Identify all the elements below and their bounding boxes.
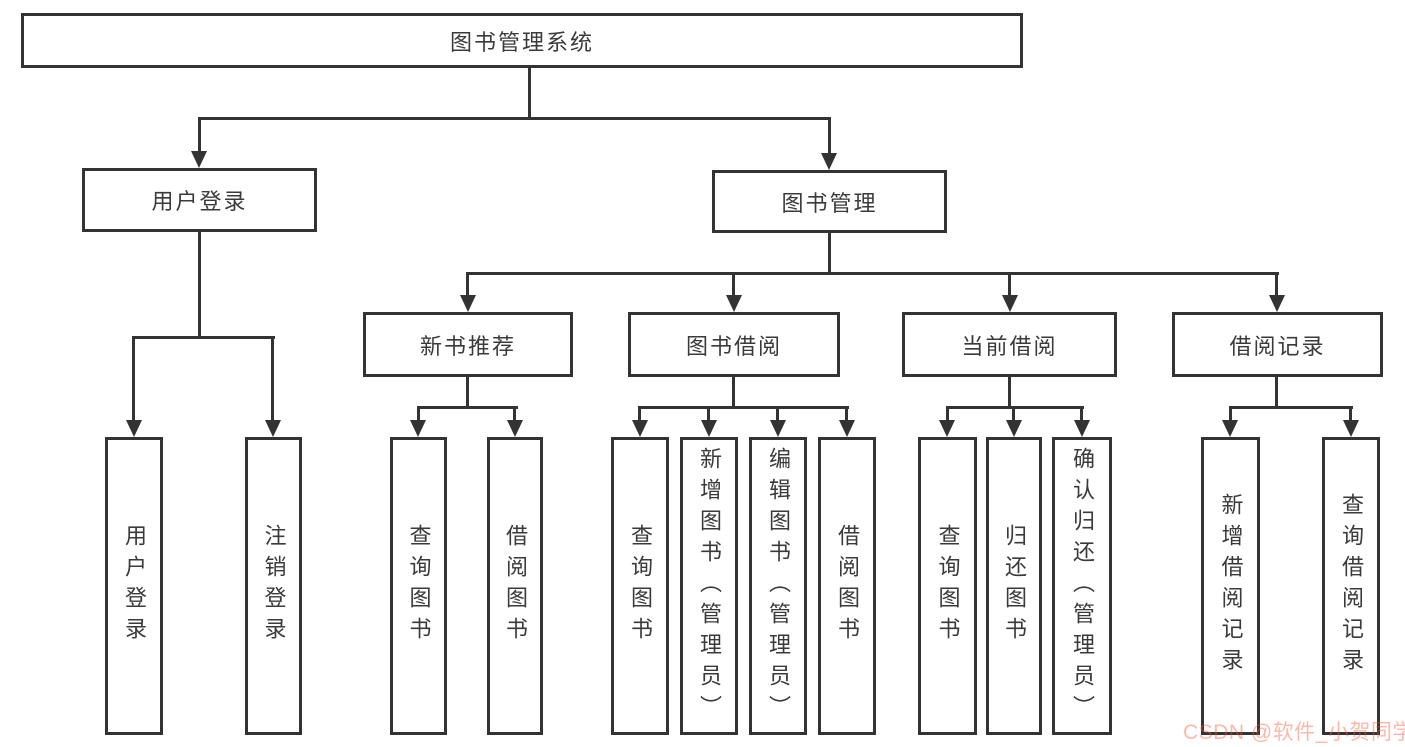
connector-cb-stem (1008, 377, 1011, 409)
connector-arrow-stem (466, 272, 469, 299)
connector-arrow-stem (776, 406, 779, 423)
node-label: 新书推荐 (419, 333, 516, 359)
connector-userlogin-stem (198, 232, 201, 339)
connector-arrow-stem (1008, 272, 1011, 299)
node-leaf-br-add-record: 新增借阅记录 (1201, 437, 1260, 735)
arrow-down-icon (265, 420, 281, 437)
node-book-management: 图书管理 (712, 170, 947, 233)
arrow-down-icon (726, 295, 742, 312)
connector-arrow-stem (732, 272, 735, 299)
arrow-down-icon (939, 420, 955, 437)
node-leaf-logout: 注销登录 (245, 437, 302, 735)
arrow-down-icon (1269, 295, 1285, 312)
connector-arrow-stem (271, 336, 274, 422)
arrow-down-icon (410, 420, 426, 437)
connector-root-hline (198, 117, 831, 120)
arrow-down-icon (632, 420, 648, 437)
node-label: 借阅图书 (835, 524, 860, 648)
connector-arrow-stem (513, 406, 516, 423)
node-label: 当前借阅 (961, 333, 1058, 359)
arrow-down-icon (1002, 295, 1018, 312)
connector-bb-hline (638, 406, 849, 409)
node-label: 注销登录 (261, 524, 287, 648)
connector-cb-hline (946, 406, 1084, 409)
connector-root-stem (528, 68, 531, 120)
arrow-down-icon (770, 420, 786, 437)
node-leaf-nb-query-books: 查询图书 (390, 437, 447, 735)
connector-arrow-stem (1349, 406, 1352, 423)
node-label: 用户登录 (151, 189, 248, 214)
node-library-management-system: 图书管理系统 (21, 13, 1023, 68)
node-label: 编辑图书（管理员） (766, 446, 791, 726)
csdn-watermark: CSDN @软件_小贺同学 (1183, 721, 1405, 744)
connector-br-stem (1275, 377, 1278, 409)
connector-arrow-stem (1275, 272, 1278, 299)
connector-arrow-stem (946, 406, 949, 423)
arrow-down-icon (839, 420, 855, 437)
arrow-down-icon (191, 151, 207, 168)
connector-arrow-stem (707, 406, 710, 423)
node-label: 归还图书 (1002, 524, 1027, 648)
node-leaf-cb-return-books: 归还图书 (986, 437, 1042, 735)
node-label: 图书借阅 (685, 333, 782, 359)
node-label: 查询图书 (628, 524, 653, 648)
node-leaf-cb-query-books: 查询图书 (918, 437, 977, 735)
node-leaf-nb-borrow-books: 借阅图书 (487, 437, 543, 735)
connector-arrow-stem (1229, 406, 1232, 423)
arrow-down-icon (821, 153, 837, 170)
connector-arrow-stem (1080, 406, 1083, 423)
connector-bookmgmt-stem (828, 233, 831, 275)
connector-arrow-stem (417, 406, 420, 423)
node-label: 查询图书 (935, 524, 961, 648)
node-label: 借阅记录 (1229, 333, 1326, 359)
node-current-borrowing: 当前借阅 (902, 312, 1117, 377)
connector-arrow-stem (132, 336, 135, 422)
node-label: 新增图书（管理员） (697, 446, 722, 726)
node-label: 图书管理 (781, 190, 878, 216)
arrow-down-icon (507, 420, 523, 437)
node-leaf-bb-edit-books-admin: 编辑图书（管理员） (749, 437, 807, 735)
connector-nb-stem (466, 377, 469, 409)
node-label: 图书管理系统 (449, 29, 594, 55)
connector-arrow-stem (828, 117, 831, 155)
arrow-down-icon (1222, 420, 1238, 437)
node-leaf-bb-borrow-books: 借阅图书 (818, 437, 876, 735)
node-leaf-cb-confirm-return-admin: 确认归还（管理员） (1052, 437, 1112, 735)
arrow-down-icon (701, 420, 717, 437)
node-user-login: 用户登录 (82, 168, 317, 232)
node-label: 用户登录 (122, 524, 147, 648)
connector-userlogin-hline (132, 336, 275, 339)
connector-bookmgmt-hline (466, 272, 1279, 275)
node-book-borrowing: 图书借阅 (628, 312, 840, 377)
node-leaf-br-query-record: 查询借阅记录 (1322, 437, 1380, 735)
arrow-down-icon (1074, 420, 1090, 437)
node-leaf-bb-add-books-admin: 新增图书（管理员） (680, 437, 738, 735)
arrow-down-icon (1006, 420, 1022, 437)
node-label: 确认归还（管理员） (1070, 446, 1095, 726)
connector-bb-stem (732, 377, 735, 409)
arrow-down-icon (460, 295, 476, 312)
node-new-book-recommend: 新书推荐 (363, 312, 573, 377)
node-leaf-user-login: 用户登录 (105, 437, 163, 735)
arrow-down-icon (1343, 420, 1359, 437)
connector-arrow-stem (845, 406, 848, 423)
connector-arrow-stem (1012, 406, 1015, 423)
node-label: 新增借阅记录 (1218, 493, 1244, 679)
node-leaf-bb-query-books: 查询图书 (611, 437, 669, 735)
node-label: 查询图书 (406, 524, 432, 648)
connector-arrow-stem (198, 117, 201, 153)
arrow-down-icon (126, 420, 142, 437)
connector-nb-hline (417, 406, 518, 409)
connector-arrow-stem (638, 406, 641, 423)
node-label: 查询借阅记录 (1339, 493, 1364, 679)
node-label: 借阅图书 (503, 524, 528, 648)
node-borrowing-records: 借阅记录 (1172, 312, 1383, 377)
connector-br-hline (1229, 406, 1353, 409)
